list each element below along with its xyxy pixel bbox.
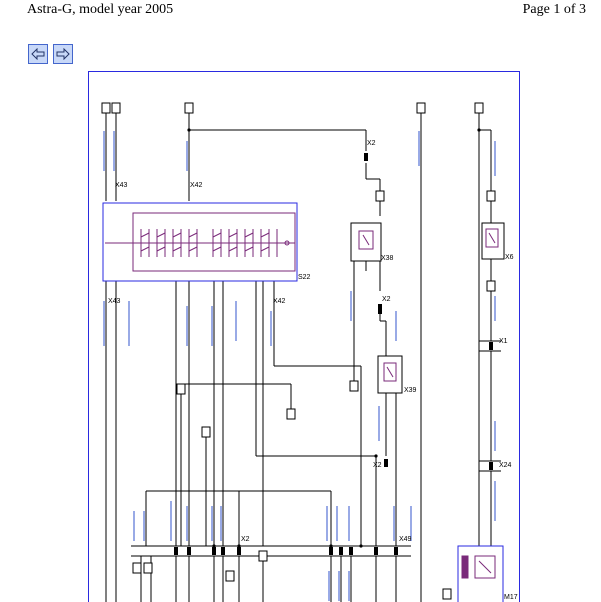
page-title: Astra-G, model year 2005: [27, 2, 174, 17]
terminal-box: [474, 102, 484, 114]
terminal-box: [486, 280, 496, 292]
terminal-box: [258, 550, 268, 562]
relay-x38: [350, 222, 382, 262]
terminal-box: [349, 380, 359, 392]
motor-m17: [457, 545, 504, 602]
terminal-box-group: [101, 102, 496, 600]
x2-lower-label: X2: [373, 462, 382, 469]
m17-label: M17: [504, 594, 518, 601]
terminal-box: [176, 383, 186, 395]
next-page-button[interactable]: [53, 44, 73, 64]
terminal-box: [375, 190, 385, 202]
x1-label: X1: [499, 338, 508, 345]
x43-bottom-label: X43: [108, 298, 121, 305]
x49-label: X49: [399, 536, 412, 543]
terminal-box: [486, 190, 496, 202]
terminal-box: [201, 426, 211, 438]
wire-annotation-group: [103, 131, 496, 601]
x42-bottom-label: X42: [273, 298, 286, 305]
s22-label: S22: [298, 274, 311, 281]
connector-pin-group: [174, 153, 493, 555]
x42-top-label: X42: [190, 182, 203, 189]
relay-x39: [377, 355, 403, 394]
x39-label: X39: [404, 387, 417, 394]
terminal-box: [143, 562, 153, 574]
x43-top-label: X43: [115, 182, 128, 189]
x24-label: X24: [499, 462, 512, 469]
x38-label: X38: [381, 255, 394, 262]
previous-page-button[interactable]: [28, 44, 48, 64]
x6-label: X6: [505, 254, 514, 261]
arrow-right-icon: [56, 48, 70, 60]
terminal-box: [286, 408, 296, 420]
wiring-diagram: S22: [101, 102, 518, 602]
terminal-box: [184, 102, 194, 114]
x2-mid-label: X2: [382, 296, 391, 303]
terminal-box: [111, 102, 121, 114]
switch-s22: S22: [102, 202, 311, 282]
connector-dot-group: [187, 128, 481, 548]
x2-top-label: X2: [367, 140, 376, 147]
relay-x6: [481, 222, 505, 260]
terminal-box: [416, 102, 426, 114]
page-indicator: Page 1 of 3: [522, 2, 586, 17]
wiring-diagram-frame: S22: [88, 71, 520, 602]
terminal-box: [132, 562, 142, 574]
x2-bottom-label: X2: [241, 536, 250, 543]
arrow-left-icon: [31, 48, 45, 60]
terminal-box: [225, 570, 235, 582]
terminal-box: [101, 102, 111, 114]
wire-group: [105, 113, 501, 602]
terminal-box: [442, 588, 452, 600]
